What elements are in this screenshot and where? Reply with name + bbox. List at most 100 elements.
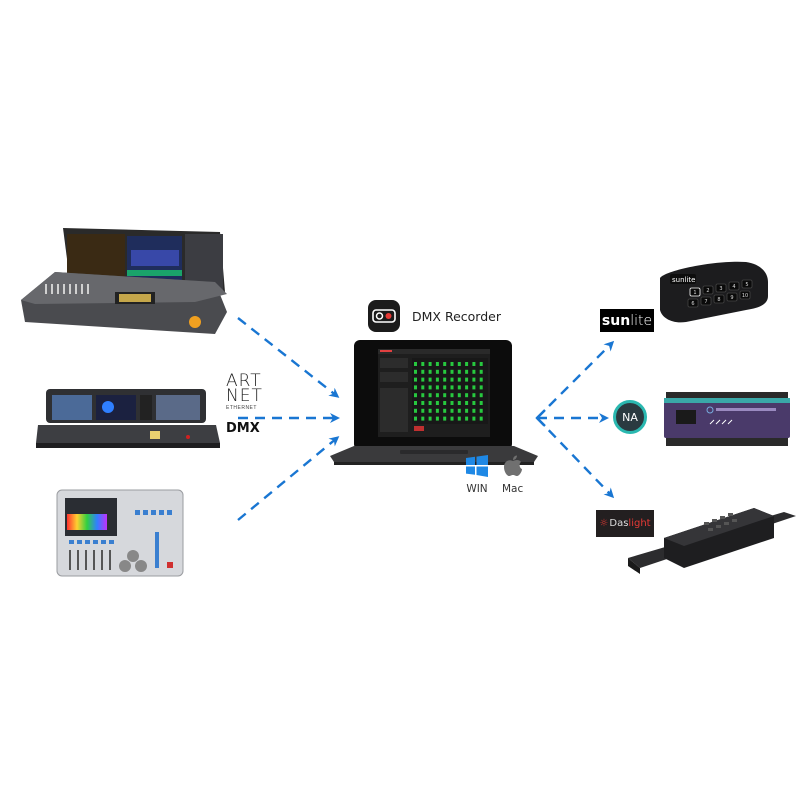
dmx-channel-cell <box>457 408 461 413</box>
platform-mac: Mac <box>502 455 523 495</box>
keypad-key <box>687 298 699 308</box>
dmx-channel-cell <box>421 377 425 382</box>
dmx-label: DMX <box>226 421 260 436</box>
artnet-logo: ART NET <box>226 371 274 406</box>
dmx-channel-cell <box>414 362 417 366</box>
dmx-channel-cell <box>450 362 454 366</box>
dmx-channel-cell <box>421 385 425 390</box>
dmx-channel-cell <box>450 416 454 421</box>
apple-logo-icon <box>503 455 522 476</box>
keypad-key <box>739 290 751 300</box>
arrow-laptop-to-sunlite <box>536 340 615 419</box>
sunlite-logo-c: lite <box>630 312 653 329</box>
keypad-key-label: 2 <box>706 288 709 294</box>
dmx-channel-cell <box>443 416 447 421</box>
artnet-line1: ART <box>226 371 262 391</box>
dmx-channel-cell <box>479 369 483 374</box>
dmx-channel-cell <box>457 362 461 366</box>
dmx-channel-cell <box>465 369 469 374</box>
sunlite-logo-b: n <box>620 312 631 329</box>
dmx-channel-cell <box>435 393 439 398</box>
dmx-channel-cell <box>421 369 425 374</box>
svg-text:sunlite: sunlite <box>672 276 695 284</box>
dmx-channel-cell <box>443 401 447 405</box>
dmx-channel-cell <box>479 393 483 398</box>
lighting-console-touch <box>55 488 185 578</box>
dmx-channel-cell <box>421 416 425 421</box>
dmx-channel-cell <box>479 401 483 405</box>
dmx-channel-cell <box>443 369 447 374</box>
dmx-channel-cell <box>421 408 425 413</box>
dmx-channel-cell <box>414 369 417 374</box>
dmx-channel-cell <box>443 408 447 413</box>
dmx-channel-cell <box>450 385 454 390</box>
dmx-channel-cell <box>435 401 439 405</box>
lighting-console-large <box>15 222 230 340</box>
dmx-channel-cell <box>421 393 425 398</box>
dmx-channel-cell <box>457 401 461 405</box>
sunlite-logo-a: su <box>601 312 621 329</box>
keypad-key <box>713 294 725 304</box>
platform-mac-label: Mac <box>502 483 524 495</box>
rack-interface-illustration <box>628 508 796 574</box>
arrow-console3-to-laptop <box>237 436 340 521</box>
dmx-channel-cell <box>472 416 476 421</box>
keypad-key <box>726 292 738 302</box>
dmx-channel-cell <box>472 369 476 374</box>
dmx-channel-cell <box>472 393 476 398</box>
na-logo: NA <box>613 400 647 434</box>
dmx-channel-cell <box>465 385 469 390</box>
dmx-channel-cell <box>414 393 417 398</box>
dmx-channel-cell <box>414 416 417 421</box>
dmx-channel-cell <box>443 377 447 382</box>
app-name: DMX Recorder <box>412 308 501 324</box>
laptop <box>330 338 538 468</box>
dmx-channel-cell <box>457 377 461 382</box>
keypad-key <box>700 296 712 306</box>
console-touch-illustration <box>56 489 184 577</box>
keypad-key-label: 9 <box>730 295 733 301</box>
dmx-channel-cell <box>465 408 469 413</box>
dmx-channel-cell <box>465 393 469 398</box>
dmx-channel-cell <box>450 401 454 405</box>
arrow-laptop-to-daslight <box>536 417 615 499</box>
dmx-channel-cell <box>457 416 461 421</box>
keypad-key-label: 1 <box>693 290 696 296</box>
dmx-channel-cell <box>465 416 469 421</box>
dmx-channel-cell <box>428 369 432 374</box>
dmx-channel-cell <box>428 401 432 405</box>
dmx-channel-cell <box>457 393 461 398</box>
dmx-channel-cell <box>443 362 447 366</box>
keypad-key <box>741 279 753 289</box>
dmx-channel-cell <box>414 377 417 382</box>
daslight-sun-icon: ☼ <box>599 518 609 529</box>
keypad-key-label: 10 <box>742 293 748 299</box>
dmx-channel-cell <box>465 401 469 405</box>
dmx-channel-cell <box>450 369 454 374</box>
keypad-key <box>689 287 701 297</box>
keypad-key <box>702 285 714 295</box>
cassette-reels-icon <box>372 309 396 323</box>
keypad-key-label: 4 <box>732 284 735 290</box>
arrow-console1-to-laptop <box>237 317 340 398</box>
dmx-channel-cell <box>472 377 476 382</box>
dmx-channel-cell <box>435 408 439 413</box>
platform-badges: WIN Mac <box>466 455 523 495</box>
dmx-channel-cell <box>435 369 439 374</box>
laptop-illustration <box>330 340 538 465</box>
keypad-key-label: 8 <box>717 297 720 303</box>
dmx-channel-cell <box>428 393 432 398</box>
dmx-channel-cell <box>450 408 454 413</box>
dmx-channel-cell <box>435 377 439 382</box>
artnet-line2: NET <box>226 386 263 406</box>
protocol-label: ART NET ETHERNET DMX <box>226 371 274 437</box>
keypad-key-label: 5 <box>745 282 748 288</box>
dmx-channel-cell <box>443 393 447 398</box>
keypad-key-label: 3 <box>719 286 722 292</box>
dmx-channel-cell <box>465 377 469 382</box>
dmx-channel-cell <box>428 362 432 366</box>
windows-logo-icon <box>466 455 488 477</box>
